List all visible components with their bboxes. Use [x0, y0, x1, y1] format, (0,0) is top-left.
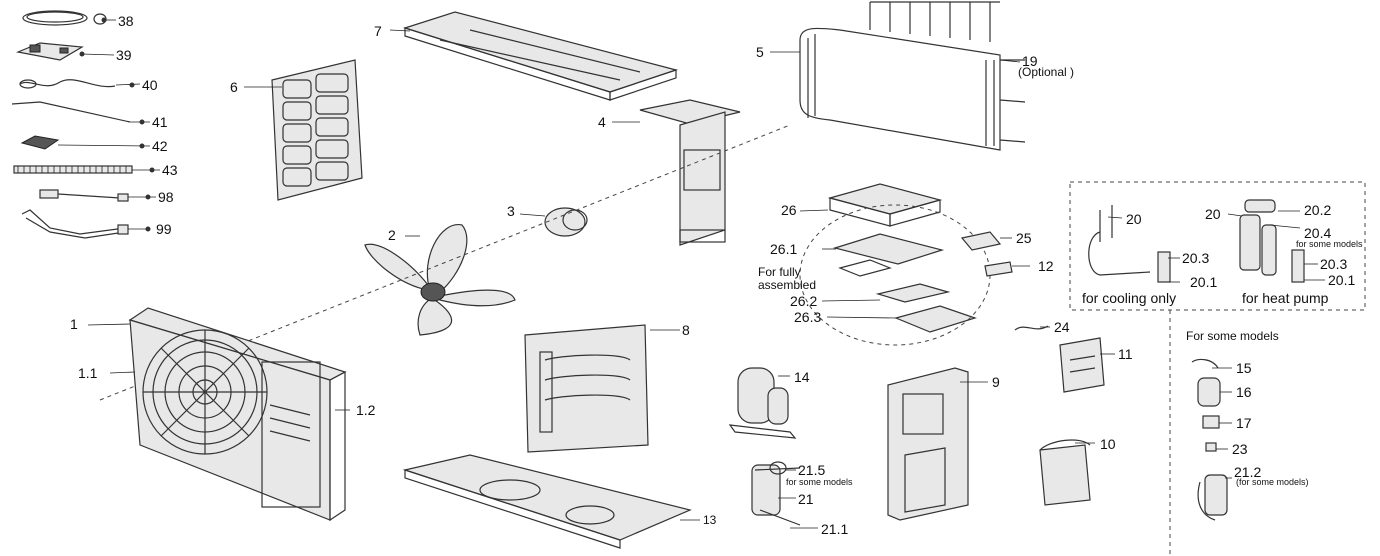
- label-20-4: 20.4: [1304, 225, 1331, 241]
- label-some-models: For some models: [1186, 329, 1279, 343]
- label-2: 2: [388, 227, 396, 243]
- part-21-valve-group: [751, 461, 818, 529]
- part-16: [1197, 377, 1232, 407]
- label-13: 13: [703, 513, 717, 527]
- label-21-1: 21.1: [821, 521, 848, 537]
- label-20-3-cooling: 20.3: [1182, 250, 1209, 266]
- label-1-2: 1.2: [356, 402, 376, 418]
- label-12: 12: [1038, 258, 1054, 274]
- label-8: 8: [682, 322, 690, 338]
- part-26-electric-box: [799, 183, 991, 346]
- part-2-fan-blade: [364, 224, 516, 336]
- label-26-3: 26.3: [794, 309, 821, 325]
- label-23: 23: [1232, 441, 1248, 457]
- part-1-front-panel: [87, 307, 350, 522]
- label-14: 14: [794, 369, 810, 385]
- part-38-cable-coil: [22, 10, 107, 26]
- label-38: 38: [118, 13, 134, 29]
- label-98: 98: [158, 189, 174, 205]
- label-41: 41: [152, 114, 168, 130]
- label-3: 3: [507, 203, 515, 219]
- label-19-note: (Optional ): [1018, 65, 1074, 79]
- label-cooling-only: for cooling only: [1082, 290, 1176, 306]
- label-16: 16: [1236, 384, 1252, 400]
- part-4-partition: [612, 99, 741, 246]
- label-6: 6: [230, 79, 238, 95]
- label-21: 21: [798, 491, 814, 507]
- label-20-2: 20.2: [1304, 202, 1331, 218]
- part-43-heater-strip: [13, 165, 133, 174]
- label-20-1-cooling: 20.1: [1190, 274, 1217, 290]
- label-20-4-note: for some models: [1296, 239, 1363, 249]
- heat-pump-assembly: [1227, 199, 1325, 283]
- valve-options-box: [1069, 181, 1366, 311]
- part-23: [1205, 442, 1228, 452]
- label-fully-2: assembled: [758, 278, 816, 292]
- label-26-2: 26.2: [790, 293, 817, 309]
- label-11: 11: [1118, 346, 1133, 362]
- label-21-2-note: (for some models): [1236, 477, 1309, 487]
- label-10: 10: [1100, 436, 1116, 452]
- part-40-sensor: [19, 79, 116, 89]
- label-25: 25: [1016, 230, 1032, 246]
- part-8-side-plate: [524, 324, 680, 453]
- part-15: [1191, 358, 1232, 369]
- part-13-base-tray: [402, 454, 700, 549]
- label-42: 42: [152, 138, 168, 154]
- label-20-heat: 20: [1205, 206, 1221, 222]
- part-10-cover: [1039, 439, 1095, 506]
- part-5-condenser-coil: [770, 1, 1026, 151]
- part-12-connector: [984, 261, 1030, 277]
- part-9-panel: [887, 367, 988, 521]
- label-21-2: 21.2: [1234, 464, 1261, 480]
- label-19: 19: [1022, 53, 1038, 69]
- part-14-compressor: [728, 367, 797, 439]
- part-25-terminal: [960, 231, 1012, 251]
- label-15: 15: [1236, 360, 1252, 376]
- part-3-motor: [519, 207, 588, 237]
- label-21-5: 21.5: [798, 462, 825, 478]
- part-11-valve-bracket: [1059, 337, 1115, 393]
- part-labels: 38 39 40 41 42 43 98 99 6 7 5 19 (Option…: [70, 13, 1363, 537]
- part-24-sensor-clip: [1014, 325, 1050, 331]
- label-7: 7: [374, 23, 382, 39]
- part-6-grille: [244, 59, 363, 201]
- label-26-1: 26.1: [770, 241, 797, 257]
- label-40: 40: [142, 77, 158, 93]
- part-17: [1202, 415, 1232, 429]
- part-7-top-cover: [389, 11, 679, 101]
- label-9: 9: [992, 374, 1000, 390]
- label-fully-1: For fully: [758, 265, 801, 279]
- label-39: 39: [116, 47, 132, 63]
- label-4: 4: [598, 114, 606, 130]
- label-heat-pump: for heat pump: [1242, 290, 1329, 306]
- label-21-5-note: for some models: [786, 477, 853, 487]
- label-99: 99: [156, 221, 172, 237]
- label-20-cooling: 20: [1126, 211, 1142, 227]
- part-41-rod: [11, 101, 131, 123]
- label-1: 1: [70, 316, 78, 332]
- label-5: 5: [756, 44, 764, 60]
- label-43: 43: [162, 162, 178, 178]
- label-17: 17: [1236, 415, 1252, 431]
- label-20-3-heat: 20.3: [1320, 256, 1347, 272]
- part-42-bracket: [20, 135, 60, 150]
- label-1-1: 1.1: [78, 365, 98, 381]
- part-98-wire: [39, 189, 129, 202]
- label-20-1-heat: 20.1: [1328, 272, 1355, 288]
- part-21-2: [1197, 474, 1232, 521]
- part-99-wire-harness: [21, 209, 129, 239]
- label-26: 26: [781, 202, 797, 218]
- cooling-only-assembly: [1088, 205, 1180, 283]
- label-24: 24: [1054, 319, 1070, 335]
- leaders-left: [57, 17, 160, 232]
- part-39-control-board: [15, 42, 84, 61]
